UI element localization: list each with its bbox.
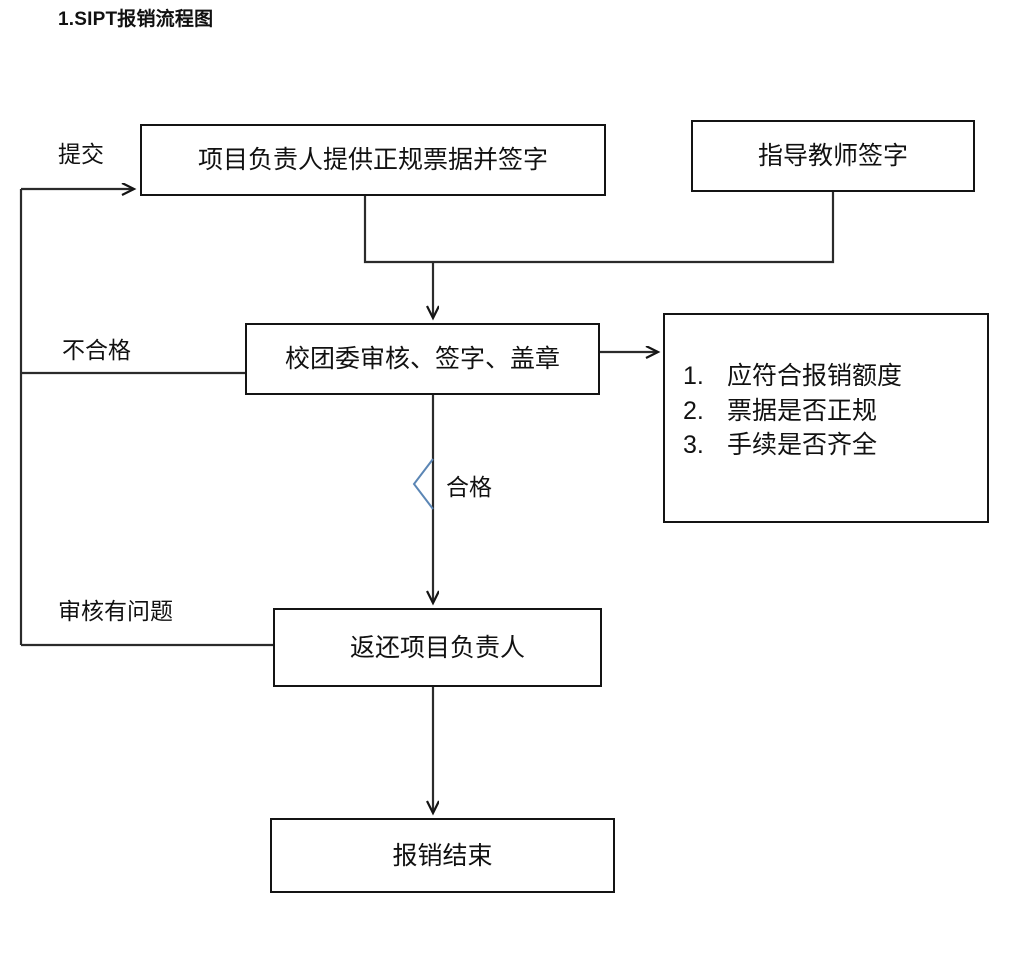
criteria-text: 应符合报销额度 [727,362,903,390]
node-finish[interactable]: 报销结束 [270,818,615,893]
node-finish-label: 报销结束 [392,841,493,870]
edge-label-fail: 不合格 [62,337,131,363]
criteria-text: 手续是否齐全 [727,431,878,459]
edge-label-problem: 审核有问题 [58,598,173,624]
list-item: 3. 手续是否齐全 [683,428,987,463]
list-item: 1. 应符合报销额度 [683,359,987,394]
edge-advisor-to-merge [433,191,835,264]
list-item: 2. 票据是否正规 [683,394,987,429]
edge-label-submit: 提交 [58,141,104,167]
node-return-owner[interactable]: 返还项目负责人 [273,608,602,687]
node-submit-docs-label: 项目负责人提供正规票据并签字 [197,146,548,174]
page-title: 1.SIPT报销流程图 [58,9,214,30]
criteria-number: 1. [683,362,704,390]
node-advisor-sign-label: 指导教师签字 [757,142,908,170]
criteria-text: 票据是否正规 [727,396,878,425]
edge-label-pass: 合格 [446,474,492,500]
node-submit-docs[interactable]: 项目负责人提供正规票据并签字 [140,124,606,196]
node-committee-review-label: 校团委审核、签字、盖章 [284,345,560,373]
node-criteria-list[interactable]: 1. 应符合报销额度 2. 票据是否正规 3. 手续是否齐全 [663,313,989,523]
criteria-number: 3. [683,431,704,459]
node-committee-review[interactable]: 校团委审核、签字、盖章 [245,323,600,395]
node-advisor-sign[interactable]: 指导教师签字 [691,120,975,192]
decision-diamond-icon [412,458,434,510]
node-return-owner-label: 返还项目负责人 [349,633,525,662]
criteria-number: 2. [683,396,704,425]
edge-submitdocs-to-merge [363,195,433,264]
